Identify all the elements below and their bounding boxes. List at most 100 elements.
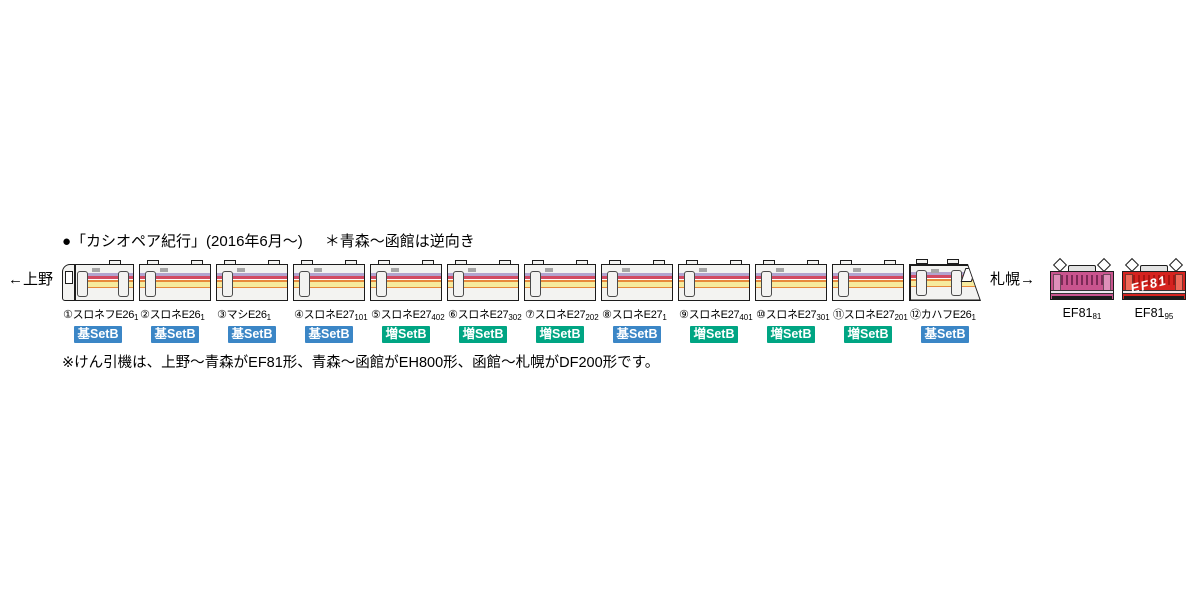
car-body	[678, 260, 750, 301]
stripe-band	[140, 273, 210, 288]
car-suffix: 1	[662, 313, 667, 322]
set-badge: 基SetB	[228, 326, 276, 343]
car-name: スロネE27	[303, 309, 355, 321]
set-badge: 基SetB	[305, 326, 353, 343]
car-name: カハフE26	[920, 309, 972, 321]
locomotive-unit-ef81-81: EF8181	[1050, 257, 1114, 321]
set-badge: 基SetB	[613, 326, 661, 343]
car-number: ②	[140, 309, 150, 321]
loco-number: 81	[1092, 312, 1102, 321]
body-stripe	[1051, 290, 1113, 294]
car-name: スロネE27	[534, 309, 586, 321]
car-number: ⑫	[910, 309, 921, 321]
car-number: ①	[63, 309, 73, 321]
car-label: ⑨スロネE27401	[679, 306, 753, 322]
car-door	[916, 270, 927, 296]
side-grille	[1061, 275, 1103, 285]
car-label: ①スロネフE261	[63, 306, 139, 322]
car-number: ③	[217, 309, 227, 321]
car-body	[139, 260, 211, 301]
stripe-band	[756, 273, 826, 288]
car-number: ⑩	[756, 309, 766, 321]
stripe-band	[525, 273, 595, 288]
loco-name: EF81	[1134, 306, 1165, 320]
car-label: ⑧スロネE271	[602, 306, 673, 322]
car-unit-9: ⑨スロネE27401 増SetB	[678, 260, 753, 343]
car-name: スロネE27	[457, 309, 509, 321]
car-body	[447, 260, 519, 301]
car-number: ⑪	[833, 309, 844, 321]
stripe-band	[217, 273, 287, 288]
car-label: ⑩スロネE27301	[756, 306, 830, 322]
set-badge: 基SetB	[74, 326, 122, 343]
car-suffix: 401	[739, 313, 753, 322]
body-stripe	[1123, 290, 1185, 294]
car-unit-2: ②スロネE261 基SetB	[139, 260, 211, 343]
car-unit-4: ④スロネE27101 基SetB	[293, 260, 368, 343]
car-body	[370, 260, 442, 301]
car-name: スロネE27	[380, 309, 432, 321]
car-name: スロネE27	[765, 309, 817, 321]
car-window	[160, 268, 168, 272]
set-badge: 増SetB	[536, 326, 584, 343]
car-name: スロネE27	[688, 309, 740, 321]
title-note: ＊青森〜函館は逆向き	[324, 233, 475, 250]
car-name: スロネE26	[149, 309, 201, 321]
stripe-band	[448, 273, 518, 288]
pantograph-icon	[1124, 257, 1140, 273]
car-door	[299, 271, 310, 297]
car-window	[391, 268, 399, 272]
car-unit-7: ⑦スロネE27202 増SetB	[524, 260, 599, 343]
stripe-band	[833, 273, 903, 288]
car-number: ⑦	[525, 309, 535, 321]
stripe-band	[294, 273, 364, 288]
car-door	[684, 271, 695, 297]
car-suffix: 1	[200, 313, 205, 322]
locomotive-body	[1050, 257, 1114, 300]
car-number: ⑨	[679, 309, 689, 321]
car-unit-6: ⑥スロネE27302 増SetB	[447, 260, 522, 343]
loco-name: EF81	[1062, 306, 1093, 320]
set-badge: 増SetB	[459, 326, 507, 343]
car-label: ⑥スロネE27302	[448, 306, 522, 322]
car-door	[222, 271, 233, 297]
set-badge: 基SetB	[151, 326, 199, 343]
car-number: ⑤	[371, 309, 381, 321]
car-door	[530, 271, 541, 297]
car-window	[776, 268, 784, 272]
loco-number: 95	[1164, 312, 1174, 321]
car-door	[376, 271, 387, 297]
car-window	[92, 268, 100, 272]
car-body-inner	[911, 266, 980, 300]
car-window	[622, 268, 630, 272]
lounge-window	[960, 268, 976, 282]
pantograph-icon	[1052, 257, 1068, 273]
car-window	[545, 268, 553, 272]
car-body	[601, 260, 673, 301]
stripe-band	[602, 273, 672, 288]
car-label: ④スロネE27101	[294, 306, 368, 322]
side-grille	[1133, 275, 1175, 285]
car-suffix: 201	[894, 313, 908, 322]
car-body	[832, 260, 904, 301]
car-number: ⑧	[602, 309, 612, 321]
car-unit-12: ⑫カハフE261 基SetB	[909, 259, 981, 343]
car-unit-11: ⑪スロネE27201 増SetB	[832, 260, 908, 343]
car-window	[314, 268, 322, 272]
loco-side	[1050, 271, 1114, 300]
car-unit-1: ①スロネフE261 基SetB	[62, 260, 139, 343]
stripe-band	[371, 273, 441, 288]
car-number: ④	[294, 309, 304, 321]
car-window	[699, 268, 707, 272]
diagram-title: ●「カシオペア紀行」(2016年6月〜) ＊青森〜函館は逆向き	[62, 230, 475, 251]
loco-label: EF8195	[1122, 306, 1186, 321]
car-door	[77, 271, 88, 297]
roof-vent	[947, 259, 959, 264]
car-suffix: 1	[971, 313, 976, 322]
title-main: ●「カシオペア紀行」(2016年6月〜)	[62, 233, 303, 250]
car-suffix: 402	[431, 313, 445, 322]
car-label: ②スロネE261	[140, 306, 211, 322]
loco-side: EF81	[1122, 271, 1186, 300]
car-suffix: 202	[585, 313, 599, 322]
